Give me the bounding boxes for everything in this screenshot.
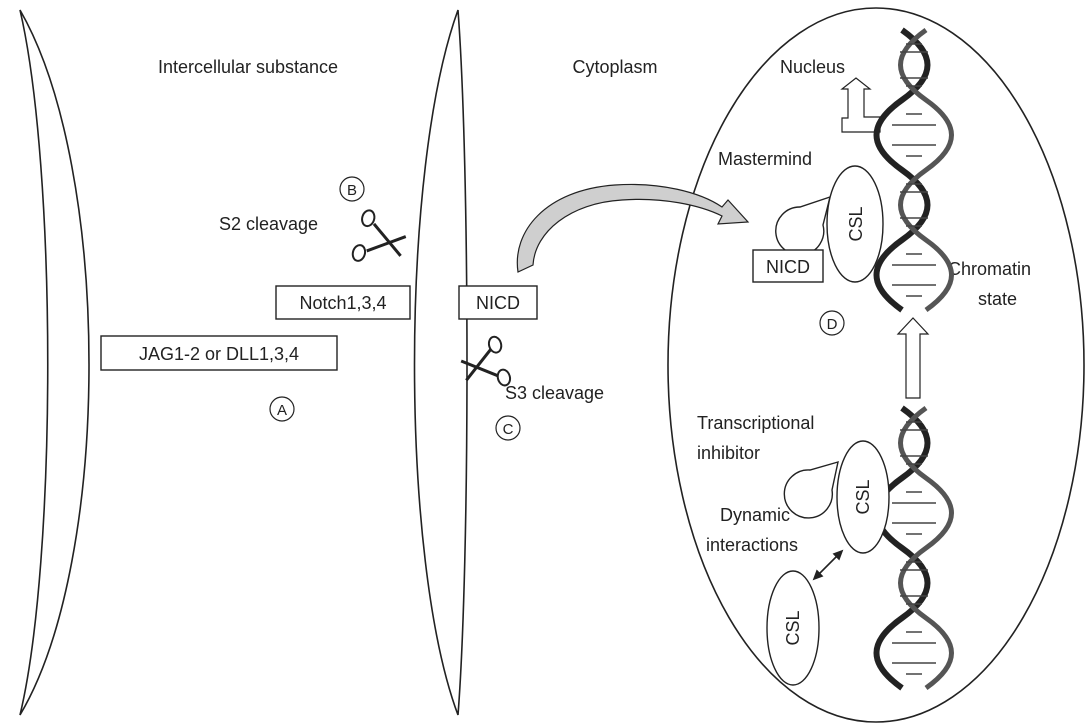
interaction-arrow: [812, 549, 844, 581]
csl-top-label: CSL: [846, 206, 866, 241]
nucleus-label: Nucleus: [780, 57, 845, 77]
inhibitor-protein: [783, 461, 839, 519]
mastermind-label: Mastermind: [718, 149, 812, 169]
step-a-label: A: [277, 402, 287, 419]
dna-helix-icon: [873, 405, 954, 691]
step-a-marker: [269, 396, 295, 422]
inhibitor-label: inhibitor: [697, 443, 760, 463]
chromatin-label: Chromatin: [948, 259, 1031, 279]
csl-protein: [766, 570, 820, 686]
dna-helix-icon: [873, 27, 954, 313]
nicd-membrane-label: NICD: [476, 293, 520, 313]
step-c-label: C: [503, 421, 514, 438]
nicd-translocation-arrow: [516, 183, 750, 273]
nucleus-boundary: [667, 7, 1085, 723]
csl-protein: [836, 440, 890, 554]
transcriptional-label: Transcriptional: [697, 413, 814, 433]
mastermind-protein: [775, 195, 831, 256]
notch-receptor-label: Notch1,3,4: [299, 293, 386, 313]
nicd-membrane-box: [458, 285, 538, 320]
csl-bottom-label: CSL: [783, 610, 803, 645]
step-b-label: B: [347, 182, 357, 199]
interactions-label: interactions: [706, 535, 798, 555]
s2-cleavage-label: S2 cleavage: [219, 214, 318, 234]
nicd-nucleus-box: [752, 249, 824, 283]
left-cell-membrane: [19, 9, 90, 716]
ligand-label: JAG1-2 or DLL1,3,4: [139, 344, 299, 364]
step-c-marker: [495, 415, 521, 441]
s3-cleavage-label: S3 cleavage: [505, 383, 604, 403]
chromatin-change-arrow: [896, 317, 930, 399]
nicd-nucleus-label: NICD: [766, 257, 810, 277]
right-cell-membrane: [413, 9, 468, 716]
state-label: state: [978, 289, 1017, 309]
cytoplasm-label: Cytoplasm: [572, 57, 657, 77]
step-b-marker: [339, 176, 365, 202]
notch-receptor-box: [275, 285, 411, 320]
intercellular-label: Intercellular substance: [158, 57, 338, 77]
dynamic-label: Dynamic: [720, 505, 790, 525]
step-d-label: D: [827, 316, 838, 333]
nucleus-entry-arrow: [840, 77, 881, 133]
csl-protein: [826, 165, 884, 283]
scissors-icon: [351, 209, 407, 262]
ligand-box: [100, 335, 338, 371]
scissors-icon: [460, 335, 512, 387]
csl-mid-label: CSL: [853, 479, 873, 514]
step-d-marker: [819, 310, 845, 336]
